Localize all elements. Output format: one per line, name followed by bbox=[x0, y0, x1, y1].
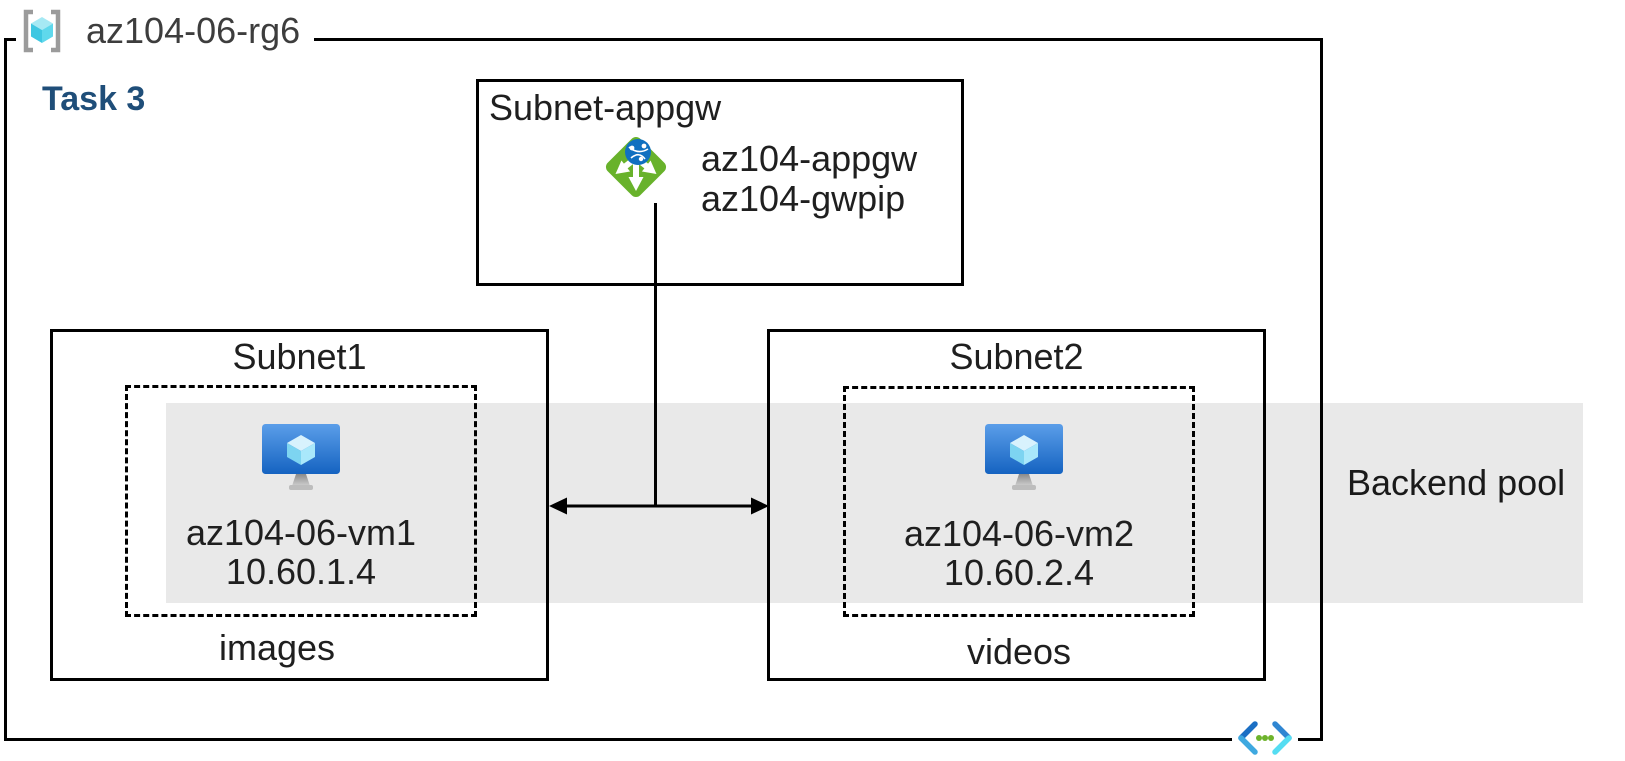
vm2-name: az104-06-vm2 bbox=[903, 513, 1135, 554]
virtual-network-icon bbox=[1232, 714, 1298, 761]
resource-group-icon bbox=[23, 9, 61, 53]
resource-group-label: az104-06-rg6 bbox=[86, 10, 301, 51]
subnet-appgw-label: Subnet-appgw bbox=[489, 87, 722, 128]
task-label: Task 3 bbox=[42, 80, 146, 118]
subnet1-label: Subnet1 bbox=[232, 336, 367, 377]
vm1-ip: 10.60.1.4 bbox=[225, 551, 377, 592]
subnet2-box bbox=[767, 329, 1266, 681]
backend-pool-band bbox=[166, 403, 1583, 603]
gateway-connector-line bbox=[654, 203, 657, 506]
vm1-name: az104-06-vm1 bbox=[185, 512, 417, 553]
subnet2-nic-dashed-box bbox=[843, 386, 1195, 617]
subnet-appgw-box bbox=[476, 79, 964, 286]
resource-group-box bbox=[4, 38, 1323, 741]
virtual-machine-icon bbox=[985, 424, 1063, 490]
application-gateway-names: az104-appgw az104-gwpip bbox=[701, 139, 917, 219]
virtual-machine-icon bbox=[262, 424, 340, 490]
application-gateway-icon bbox=[605, 136, 667, 198]
subnet-double-arrow bbox=[549, 497, 769, 515]
vm2-text: az104-06-vm2 10.60.2.4 bbox=[843, 514, 1195, 592]
appgw-public-ip-name: az104-gwpip bbox=[701, 178, 906, 219]
subnet1-box bbox=[50, 329, 549, 681]
appgw-name: az104-appgw bbox=[701, 138, 918, 179]
vm1-text: az104-06-vm1 10.60.1.4 bbox=[125, 513, 477, 591]
subnet1-nic-dashed-box bbox=[125, 385, 477, 617]
backend-pool-label: Backend pool bbox=[1347, 462, 1566, 503]
vm2-ip: 10.60.2.4 bbox=[943, 552, 1095, 593]
subnet2-storage-label: videos bbox=[966, 631, 1072, 672]
subnet2-label: Subnet2 bbox=[949, 336, 1084, 377]
resource-group-header: az104-06-rg6 bbox=[16, 6, 315, 56]
subnet1-storage-label: images bbox=[218, 627, 336, 668]
